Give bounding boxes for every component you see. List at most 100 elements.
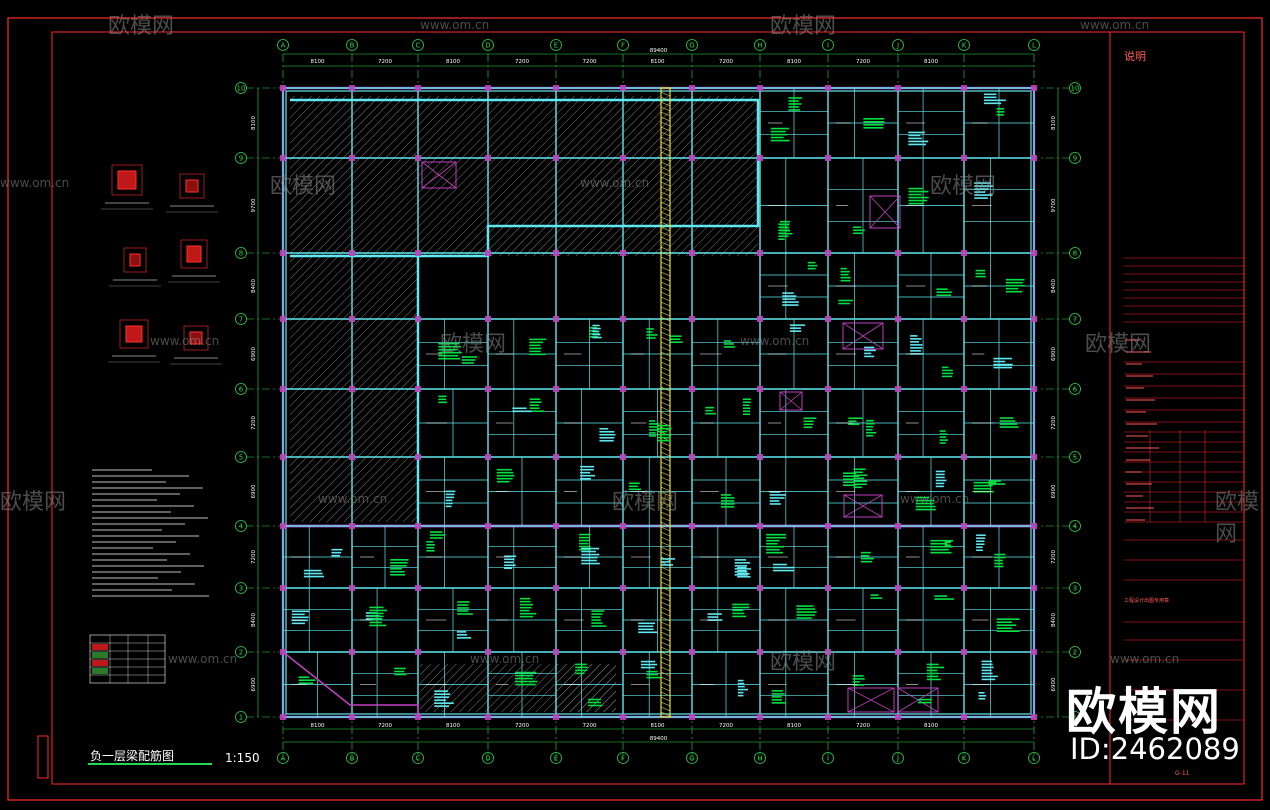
ramp-strip-hatch	[660, 521, 671, 527]
column	[415, 523, 421, 529]
ramp-strip-hatch	[660, 141, 671, 147]
beam-callout	[936, 288, 952, 296]
row-axis-right-label: 6	[1073, 386, 1078, 394]
column	[280, 714, 286, 720]
col-axis-bottom-label: C	[416, 755, 421, 763]
col-axis-top-circle	[617, 39, 629, 51]
column	[415, 85, 421, 91]
beam-callout	[771, 690, 786, 704]
beam-callout	[934, 595, 954, 600]
beam-callout	[908, 187, 929, 205]
col-axis-bottom-label: I	[827, 755, 829, 763]
col-axis-top-label: L	[1032, 42, 1036, 50]
col-axis-top-circle	[482, 39, 494, 51]
column-section-outline	[119, 319, 149, 349]
column	[757, 250, 763, 256]
beam-callout	[426, 541, 435, 552]
ramp-strip-hatch	[660, 471, 671, 477]
top-dim-text: 8100	[446, 59, 460, 65]
ramp-strip-hatch	[660, 101, 671, 107]
beam-callout	[599, 427, 616, 442]
column-section-outline	[111, 164, 143, 196]
ramp-strip-hatch	[660, 186, 671, 192]
top-dim-text: 7200	[515, 59, 529, 65]
ramp-strip-hatch	[660, 121, 671, 127]
row-axis-right-label: 9	[1073, 155, 1077, 163]
ramp-strip-hatch	[660, 466, 671, 472]
beam-callout	[926, 663, 945, 681]
row-axis-left-circle	[235, 646, 247, 658]
beam-callout	[529, 338, 547, 356]
column	[757, 316, 763, 322]
ramp-strip-hatch	[660, 406, 671, 412]
ramp-strip-hatch	[660, 461, 671, 467]
column	[895, 714, 901, 720]
ramp-strip-hatch	[660, 616, 671, 622]
ramp-strip-hatch	[660, 341, 671, 347]
beam-callout	[996, 618, 1020, 633]
ramp-strip-hatch	[660, 236, 671, 242]
column	[689, 585, 695, 591]
column	[415, 454, 421, 460]
ramp-strip-hatch	[660, 191, 671, 197]
beam-callout	[369, 606, 388, 627]
column	[1031, 250, 1037, 256]
beam-callout	[789, 324, 806, 332]
beam-callout	[721, 494, 735, 508]
ramp-strip-hatch	[660, 486, 671, 492]
column	[689, 85, 695, 91]
col-axis-bottom-label: D	[485, 755, 490, 763]
beam-callout	[434, 690, 454, 707]
ramp-strip-hatch	[660, 251, 671, 257]
col-axis-bottom-label: E	[554, 755, 558, 763]
col-axis-top-circle	[346, 39, 358, 51]
ramp-strip-hatch	[660, 331, 671, 337]
column	[825, 454, 831, 460]
beam-callout	[863, 117, 885, 129]
column	[895, 585, 901, 591]
column	[485, 523, 491, 529]
column	[689, 714, 695, 720]
ramp-strip-hatch	[660, 446, 671, 452]
beam-callout	[993, 357, 1013, 369]
ramp-strip-hatch	[660, 526, 671, 532]
beam-callout	[915, 496, 936, 511]
ramp-strip-hatch	[660, 131, 671, 137]
col-axis-top-label: K	[962, 42, 967, 50]
opening-cross	[421, 161, 457, 189]
beam-callout	[298, 676, 316, 685]
column	[280, 386, 286, 392]
ramp-strip-hatch	[660, 276, 671, 282]
column	[485, 454, 491, 460]
col-axis-top-circle	[1028, 39, 1040, 51]
bottom-dim-text: 7200	[856, 723, 870, 729]
column	[620, 155, 626, 161]
opening	[869, 195, 901, 229]
column	[620, 85, 626, 91]
ramp-strip-hatch	[660, 201, 671, 207]
row-axis-left-label: 10	[237, 85, 246, 93]
ramp-strip-hatch	[660, 636, 671, 642]
row-axis-right-circle	[1069, 711, 1081, 723]
beam-callout	[529, 398, 545, 413]
col-axis-top-label: H	[757, 42, 762, 50]
column	[415, 714, 421, 720]
beam-callout	[770, 127, 790, 142]
ramp-strip-hatch	[660, 326, 671, 332]
bottom-dim-text: 7200	[378, 723, 392, 729]
col-axis-bottom-label: A	[281, 755, 286, 763]
column	[280, 155, 286, 161]
ramp-strip-hatch	[660, 216, 671, 222]
column	[1031, 316, 1037, 322]
bottom-dim-text: 8100	[787, 723, 801, 729]
column	[689, 316, 695, 322]
ramp-strip-hatch	[660, 696, 671, 702]
top-total-dim-text: 89400	[650, 48, 668, 54]
col-axis-top-label: B	[350, 42, 355, 50]
ramp-strip-hatch	[660, 311, 671, 317]
column	[415, 155, 421, 161]
opening	[779, 391, 803, 411]
column	[349, 523, 355, 529]
ramp-strip-hatch	[660, 646, 671, 652]
column	[553, 523, 559, 529]
